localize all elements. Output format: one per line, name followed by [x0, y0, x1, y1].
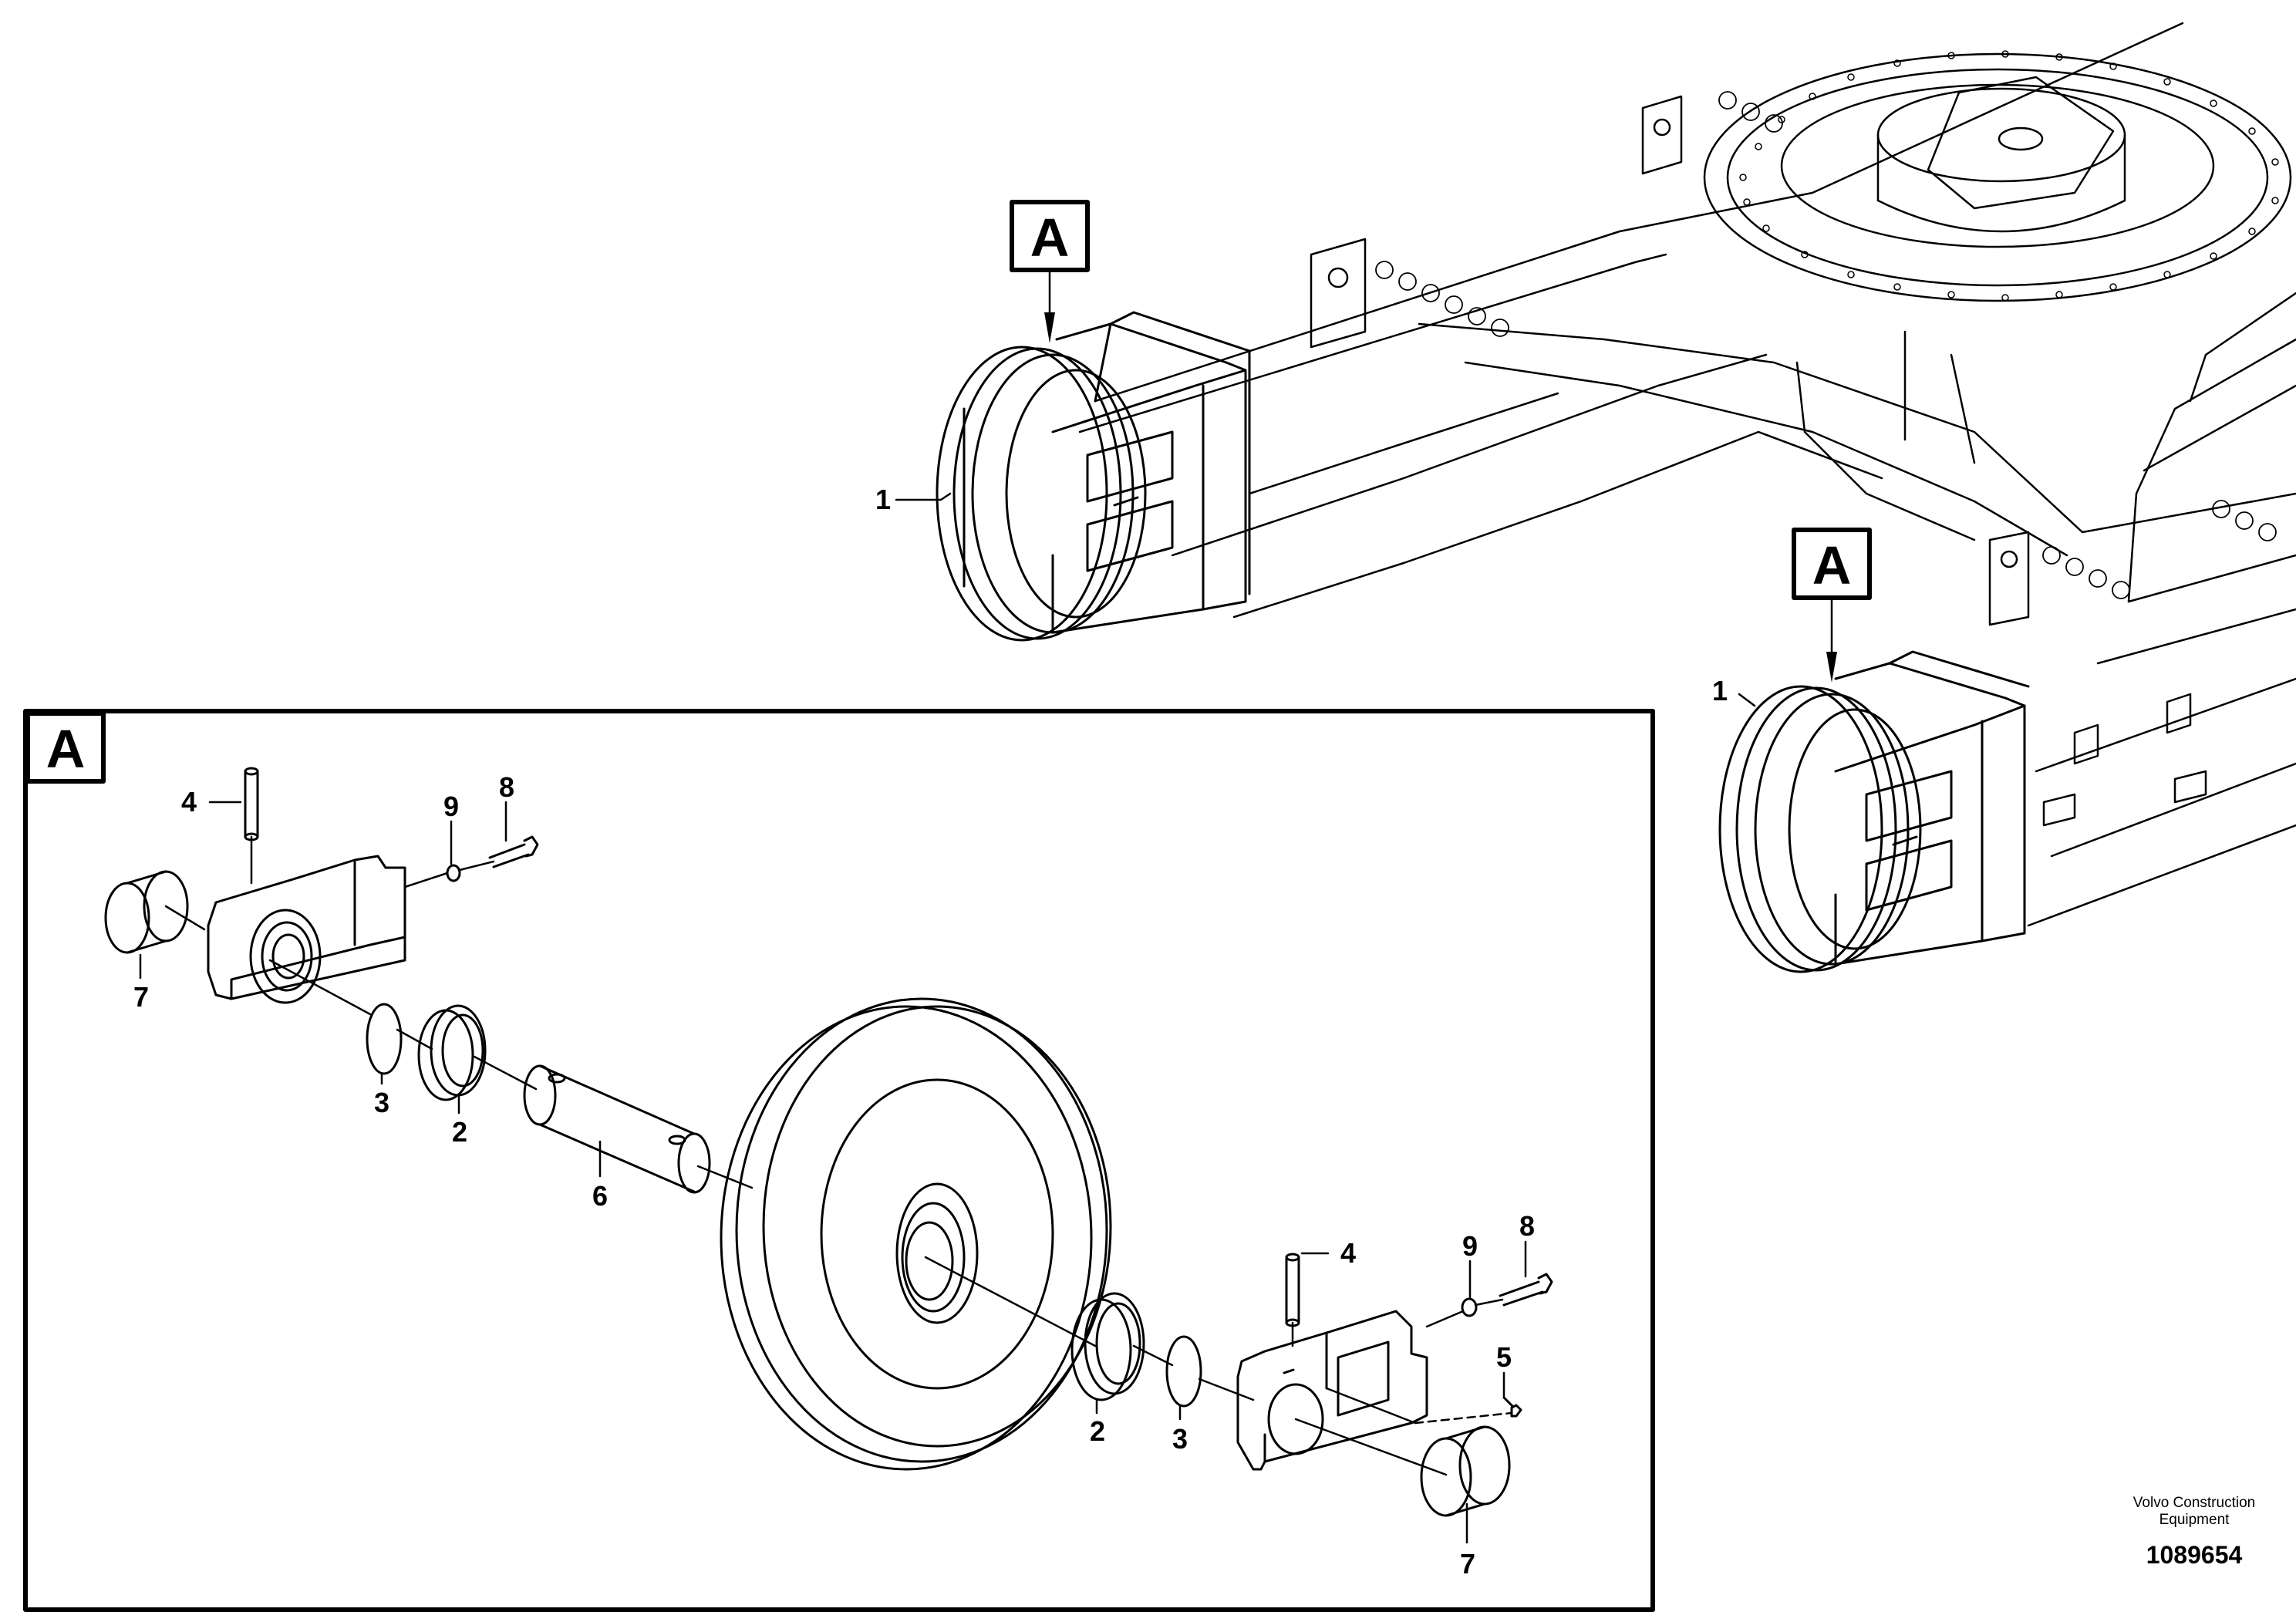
- pin-4-right: [1285, 1253, 1300, 1327]
- idler-assembly-right: [1718, 650, 2030, 973]
- callout-labels: 1 1 4 9 8 7 3 2 6 4 9 8 5 2 3 7: [133, 484, 1728, 1580]
- shaft-6: [523, 1064, 711, 1194]
- company-line-2: Equipment: [2159, 1512, 2230, 1528]
- view-marker-labels: A A A: [46, 207, 1852, 779]
- detail-frame: [23, 709, 1655, 1612]
- oring-3-left: [366, 1003, 403, 1075]
- idler-assembly-upper: [936, 311, 1251, 642]
- callout-2-left: 2: [452, 1116, 467, 1148]
- seal-2-right: [1070, 1292, 1145, 1401]
- callout-4-left: 4: [181, 786, 197, 818]
- arrowheads: [1044, 312, 1837, 683]
- callout-9-right: 9: [1462, 1230, 1478, 1262]
- callout-7-left: 7: [133, 981, 149, 1013]
- detail-marker-a: A: [46, 719, 86, 779]
- bracket-left: [207, 855, 406, 1004]
- sleeve-7-right: [1420, 1425, 1511, 1517]
- document-number: 1089654: [2146, 1541, 2243, 1569]
- sleeve-7-left: [104, 870, 189, 954]
- idler-wheel: [720, 997, 1112, 1471]
- washer-9-left: [446, 864, 461, 882]
- callout-leaders: [139, 268, 1833, 1544]
- callout-1-right: 1: [1712, 675, 1728, 706]
- nipple-5: [1502, 1396, 1522, 1418]
- undercarriage-frame: [1078, 22, 2296, 927]
- bolt-8-left: [488, 835, 539, 868]
- washer-9-right: [1461, 1297, 1478, 1317]
- callout-6: 6: [592, 1180, 608, 1212]
- callout-4-right: 4: [1340, 1237, 1356, 1269]
- bolt-8-right: [1499, 1273, 1553, 1307]
- callout-8-right: 8: [1519, 1210, 1535, 1242]
- company-line-1: Volvo Construction: [2132, 1495, 2256, 1511]
- assembly-axis-lines: [164, 835, 1513, 1476]
- callout-3-right: 3: [1172, 1423, 1188, 1455]
- callout-9-left: 9: [443, 791, 459, 822]
- callout-3-left: 3: [374, 1087, 389, 1118]
- callout-7-right: 7: [1460, 1548, 1475, 1580]
- callout-1-upper: 1: [875, 484, 891, 515]
- view-marker-a-right: A: [1812, 535, 1852, 595]
- oring-3-right: [1165, 1335, 1202, 1408]
- callout-8-left: 8: [499, 771, 514, 803]
- pin-4-left: [244, 767, 259, 841]
- seal-2-left: [417, 1004, 487, 1101]
- callout-5: 5: [1496, 1341, 1512, 1373]
- view-marker-boxes: [25, 200, 1872, 784]
- company-name: Volvo Construction Equipment: [2094, 1495, 2294, 1529]
- bracket-right: [1236, 1310, 1428, 1471]
- callout-2-right: 2: [1090, 1415, 1105, 1447]
- view-marker-a-upper: A: [1030, 207, 1070, 268]
- exploded-parts: [104, 767, 1553, 1517]
